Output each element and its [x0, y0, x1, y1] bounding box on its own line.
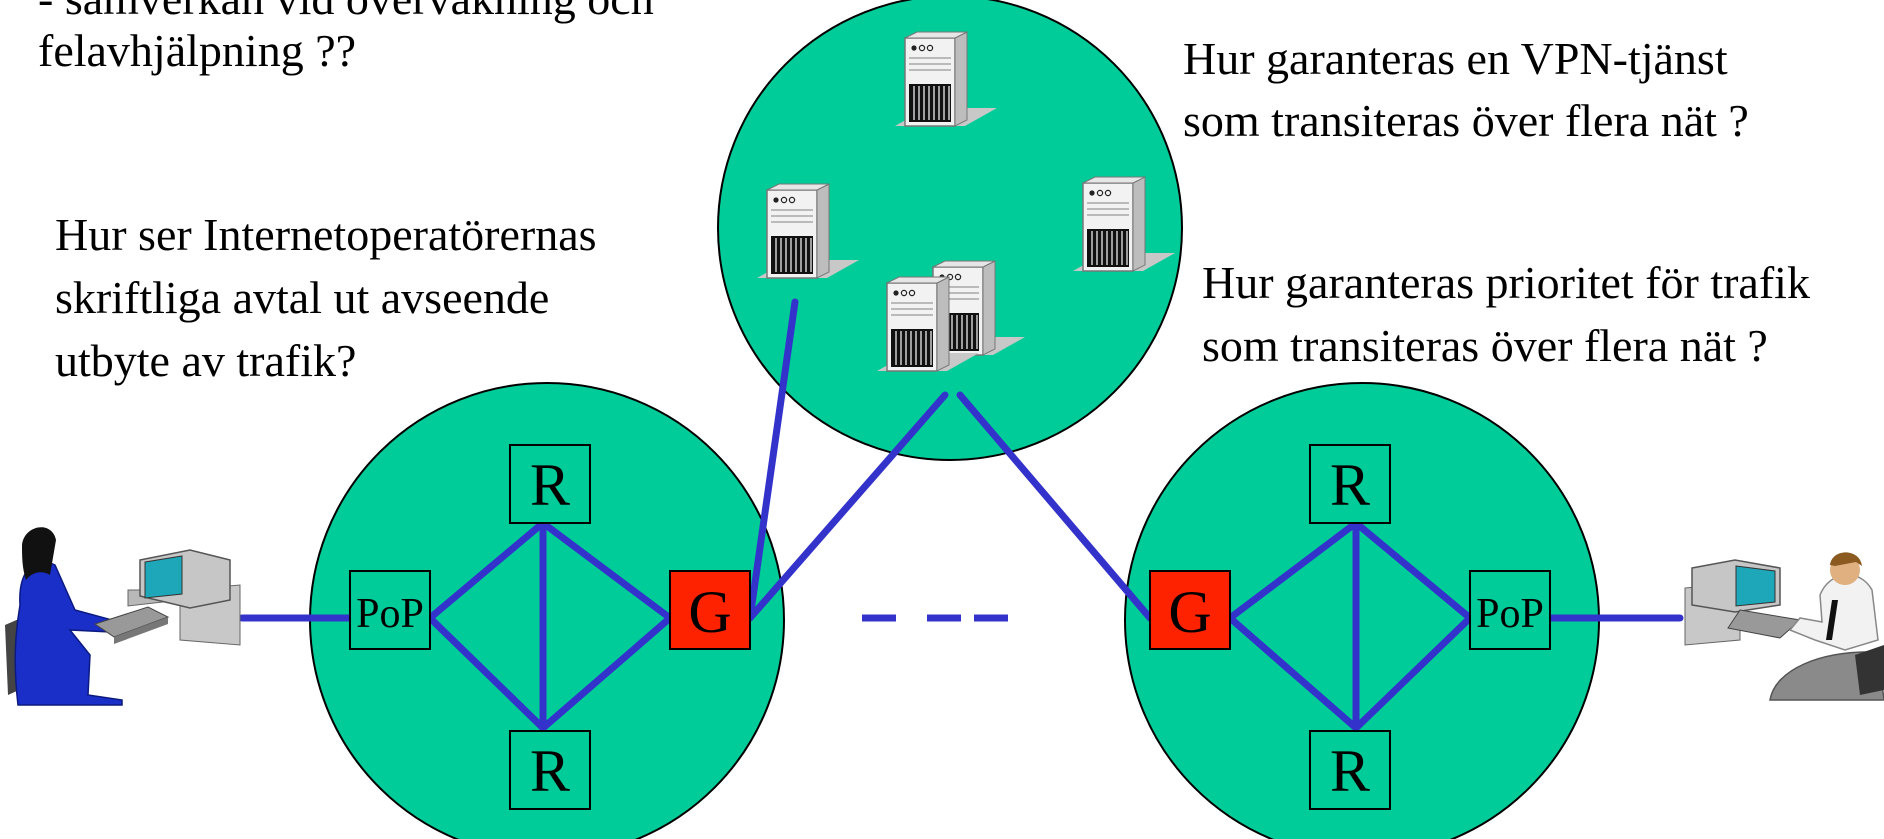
right-router-top-label: R — [1330, 452, 1370, 518]
transit-right-gateway-link — [956, 391, 1154, 622]
left-router-bottom[interactable]: R — [509, 730, 591, 810]
right-gateway-router-top-link — [1226, 519, 1360, 622]
man-at-computer-icon — [1684, 552, 1884, 701]
right-pop-label: PoP — [1476, 591, 1544, 637]
right-router-bottom-pop-link — [1352, 614, 1474, 732]
left-router-top-label: R — [530, 452, 570, 518]
agreements-question-line2: skriftliga avtal ut avseende — [55, 272, 549, 323]
agreements-question-line3: utbyte av trafik? — [55, 335, 356, 386]
left-gateway-server-link — [746, 298, 799, 622]
priority-question-line1: Hur garanteras prioritet för trafik — [1202, 257, 1810, 308]
woman-at-computer-icon — [5, 527, 241, 706]
left-gateway-transit-link — [746, 391, 949, 622]
left-pop-router-top-link — [426, 519, 547, 622]
right-router-top[interactable]: R — [1309, 444, 1391, 524]
right-router-bottom-label: R — [1330, 738, 1370, 804]
right-router-top-pop-link — [1352, 519, 1474, 622]
left-router-top[interactable]: R — [509, 444, 591, 524]
left-router-bottom-gateway-link — [539, 614, 674, 732]
agreements-question-line1: Hur ser Internetoperatörernas — [55, 209, 597, 260]
left-gateway-label: G — [688, 579, 731, 645]
left-gateway[interactable]: G — [669, 570, 751, 650]
left-pop-router-bottom-link — [426, 614, 547, 732]
transit-network-circle — [717, 0, 1183, 461]
priority-question-line2: som transiteras över flera nät ? — [1202, 320, 1768, 371]
network-links — [238, 298, 1684, 732]
top-left-note-line2: felavhjälpning ?? — [38, 25, 356, 76]
right-gateway-label: G — [1168, 579, 1211, 645]
right-gateway[interactable]: G — [1149, 570, 1231, 650]
left-pop-label: PoP — [356, 591, 424, 637]
top-left-note-line1: - samverkan vid övervakning och — [38, 0, 654, 24]
right-pop[interactable]: PoP — [1469, 570, 1551, 650]
left-router-bottom-label: R — [530, 738, 570, 804]
vpn-question-line1: Hur garanteras en VPN-tjänst — [1183, 33, 1728, 84]
vpn-question-line2: som transiteras över flera nät ? — [1183, 95, 1749, 146]
right-router-bottom[interactable]: R — [1309, 730, 1391, 810]
right-gateway-router-bottom-link — [1226, 614, 1360, 732]
left-pop[interactable]: PoP — [349, 570, 431, 650]
left-router-top-gateway-link — [539, 519, 674, 622]
